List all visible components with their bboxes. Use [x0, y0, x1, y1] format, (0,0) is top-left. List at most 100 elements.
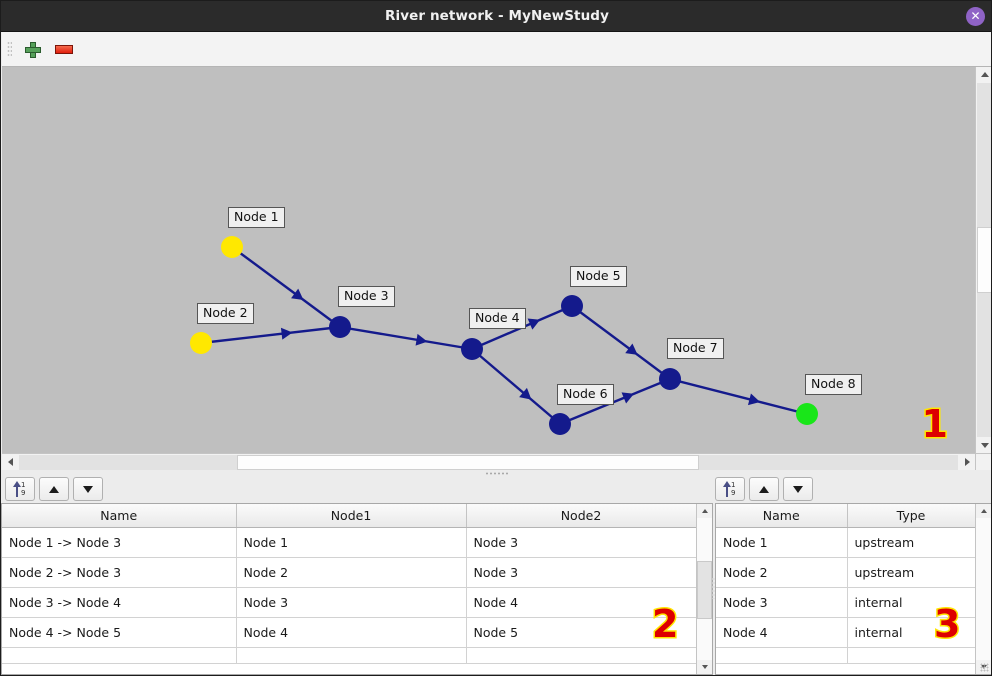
graph-node[interactable] [659, 368, 681, 390]
graph-node-label[interactable]: Node 7 [667, 338, 724, 359]
scroll-track-upper[interactable] [977, 83, 991, 227]
cell-type[interactable]: internal [847, 617, 976, 648]
edges-scroll-track-upper[interactable] [697, 518, 712, 561]
edges-move-down-button[interactable] [73, 477, 103, 501]
graph-edge[interactable] [231, 246, 341, 328]
graph-node-label[interactable]: Node 6 [557, 384, 614, 405]
graph-node[interactable] [549, 413, 571, 435]
toolbar-grip[interactable] [7, 41, 12, 58]
cell-node1[interactable]: Node 3 [236, 587, 467, 618]
graph-edge[interactable] [339, 325, 473, 351]
cell-name[interactable]: Node 3 [716, 587, 848, 618]
graph-edge[interactable] [669, 377, 808, 416]
cell-name[interactable]: Node 4 -> Node 5 [2, 617, 237, 648]
graph-node[interactable] [221, 236, 243, 258]
window-resize-grip[interactable] [980, 663, 989, 672]
graph-edge[interactable] [200, 325, 341, 345]
cell-node1[interactable]: Node 4 [236, 617, 467, 648]
nodes-table-row-empty[interactable] [716, 647, 976, 664]
cell-empty[interactable] [847, 647, 976, 664]
nodes-table-scrollbar[interactable] [975, 504, 991, 674]
nodes-scroll-track[interactable] [976, 518, 991, 660]
cell-name[interactable]: Node 1 -> Node 3 [2, 527, 237, 558]
scroll-track-lower[interactable] [977, 293, 991, 437]
edges-scroll-down-button[interactable] [697, 660, 712, 674]
close-icon[interactable]: ✕ [966, 7, 985, 26]
column-header-type[interactable]: Type [847, 504, 976, 528]
panel-splitter[interactable] [2, 470, 991, 477]
graph-node[interactable] [561, 295, 583, 317]
scroll-left-button[interactable] [2, 454, 19, 470]
graph-vertical-scroll-thumb[interactable] [977, 227, 991, 293]
graph-horizontal-scrollbar[interactable] [2, 453, 975, 470]
graph-node-label[interactable]: Node 2 [197, 303, 254, 324]
scroll-track-left[interactable] [19, 455, 237, 470]
scroll-up-button[interactable] [976, 67, 991, 83]
cell-node2[interactable]: Node 5 [466, 617, 697, 648]
edges-table-scrollbar[interactable] [696, 504, 712, 674]
nodes-sort-button[interactable]: 1 9 [715, 477, 745, 501]
cell-type[interactable]: upstream [847, 527, 976, 558]
graph-node-label[interactable]: Node 5 [570, 266, 627, 287]
graph-edge[interactable] [571, 305, 671, 380]
cell-empty[interactable] [236, 647, 467, 664]
cell-name[interactable]: Node 1 [716, 527, 848, 558]
nodes-scroll-up-button[interactable] [976, 504, 991, 518]
graph-node[interactable] [461, 338, 483, 360]
cell-empty[interactable] [2, 647, 237, 664]
graph-edge[interactable] [471, 348, 561, 425]
graph-node-label[interactable]: Node 4 [469, 308, 526, 329]
add-node-button[interactable] [22, 39, 44, 60]
cell-name[interactable]: Node 4 [716, 617, 848, 648]
cell-node1[interactable]: Node 1 [236, 527, 467, 558]
cell-name[interactable]: Node 2 [716, 557, 848, 588]
cell-empty[interactable] [716, 647, 848, 664]
cell-name[interactable]: Node 3 -> Node 4 [2, 587, 237, 618]
cell-node2[interactable]: Node 3 [466, 557, 697, 588]
delete-node-button[interactable] [54, 39, 76, 60]
edges-table-row-empty[interactable] [2, 647, 697, 664]
graph-edge[interactable] [559, 377, 671, 426]
column-header-name[interactable]: Name [2, 504, 237, 528]
scroll-track-right[interactable] [699, 455, 958, 470]
graph-node-label[interactable]: Node 1 [228, 207, 285, 228]
graph-node-label[interactable]: Node 8 [805, 374, 862, 395]
cell-node1[interactable]: Node 2 [236, 557, 467, 588]
panel-resize-grip[interactable] [711, 577, 715, 599]
nodes-move-up-button[interactable] [749, 477, 779, 501]
edges-move-up-button[interactable] [39, 477, 69, 501]
graph-node[interactable] [190, 332, 212, 354]
scroll-down-button[interactable] [976, 437, 991, 453]
graph-node[interactable] [329, 316, 351, 338]
graph-vertical-scrollbar[interactable] [975, 67, 991, 453]
column-header-name[interactable]: Name [716, 504, 848, 528]
cell-empty[interactable] [466, 647, 697, 664]
graph-node-label[interactable]: Node 3 [338, 286, 395, 307]
graph-horizontal-scroll-thumb[interactable] [237, 455, 699, 470]
cell-type[interactable]: internal [847, 587, 976, 618]
edges-scroll-up-button[interactable] [697, 504, 712, 518]
graph-node[interactable] [796, 403, 818, 425]
scroll-right-button[interactable] [958, 454, 975, 470]
edges-sort-button[interactable]: 1 9 [5, 477, 35, 501]
column-header-node1[interactable]: Node1 [236, 504, 467, 528]
nodes-move-down-button[interactable] [783, 477, 813, 501]
cell-name[interactable]: Node 2 -> Node 3 [2, 557, 237, 588]
column-header-node2[interactable]: Node2 [466, 504, 697, 528]
cell-type[interactable]: upstream [847, 557, 976, 588]
network-graph-canvas[interactable]: Node 1 Node 2 Node 3 Node 4 Node 5 Node 6 Node… [2, 67, 976, 453]
edges-scroll-track-lower[interactable] [697, 619, 712, 660]
edges-scroll-thumb[interactable] [697, 561, 712, 619]
cell-node2[interactable]: Node 4 [466, 587, 697, 618]
